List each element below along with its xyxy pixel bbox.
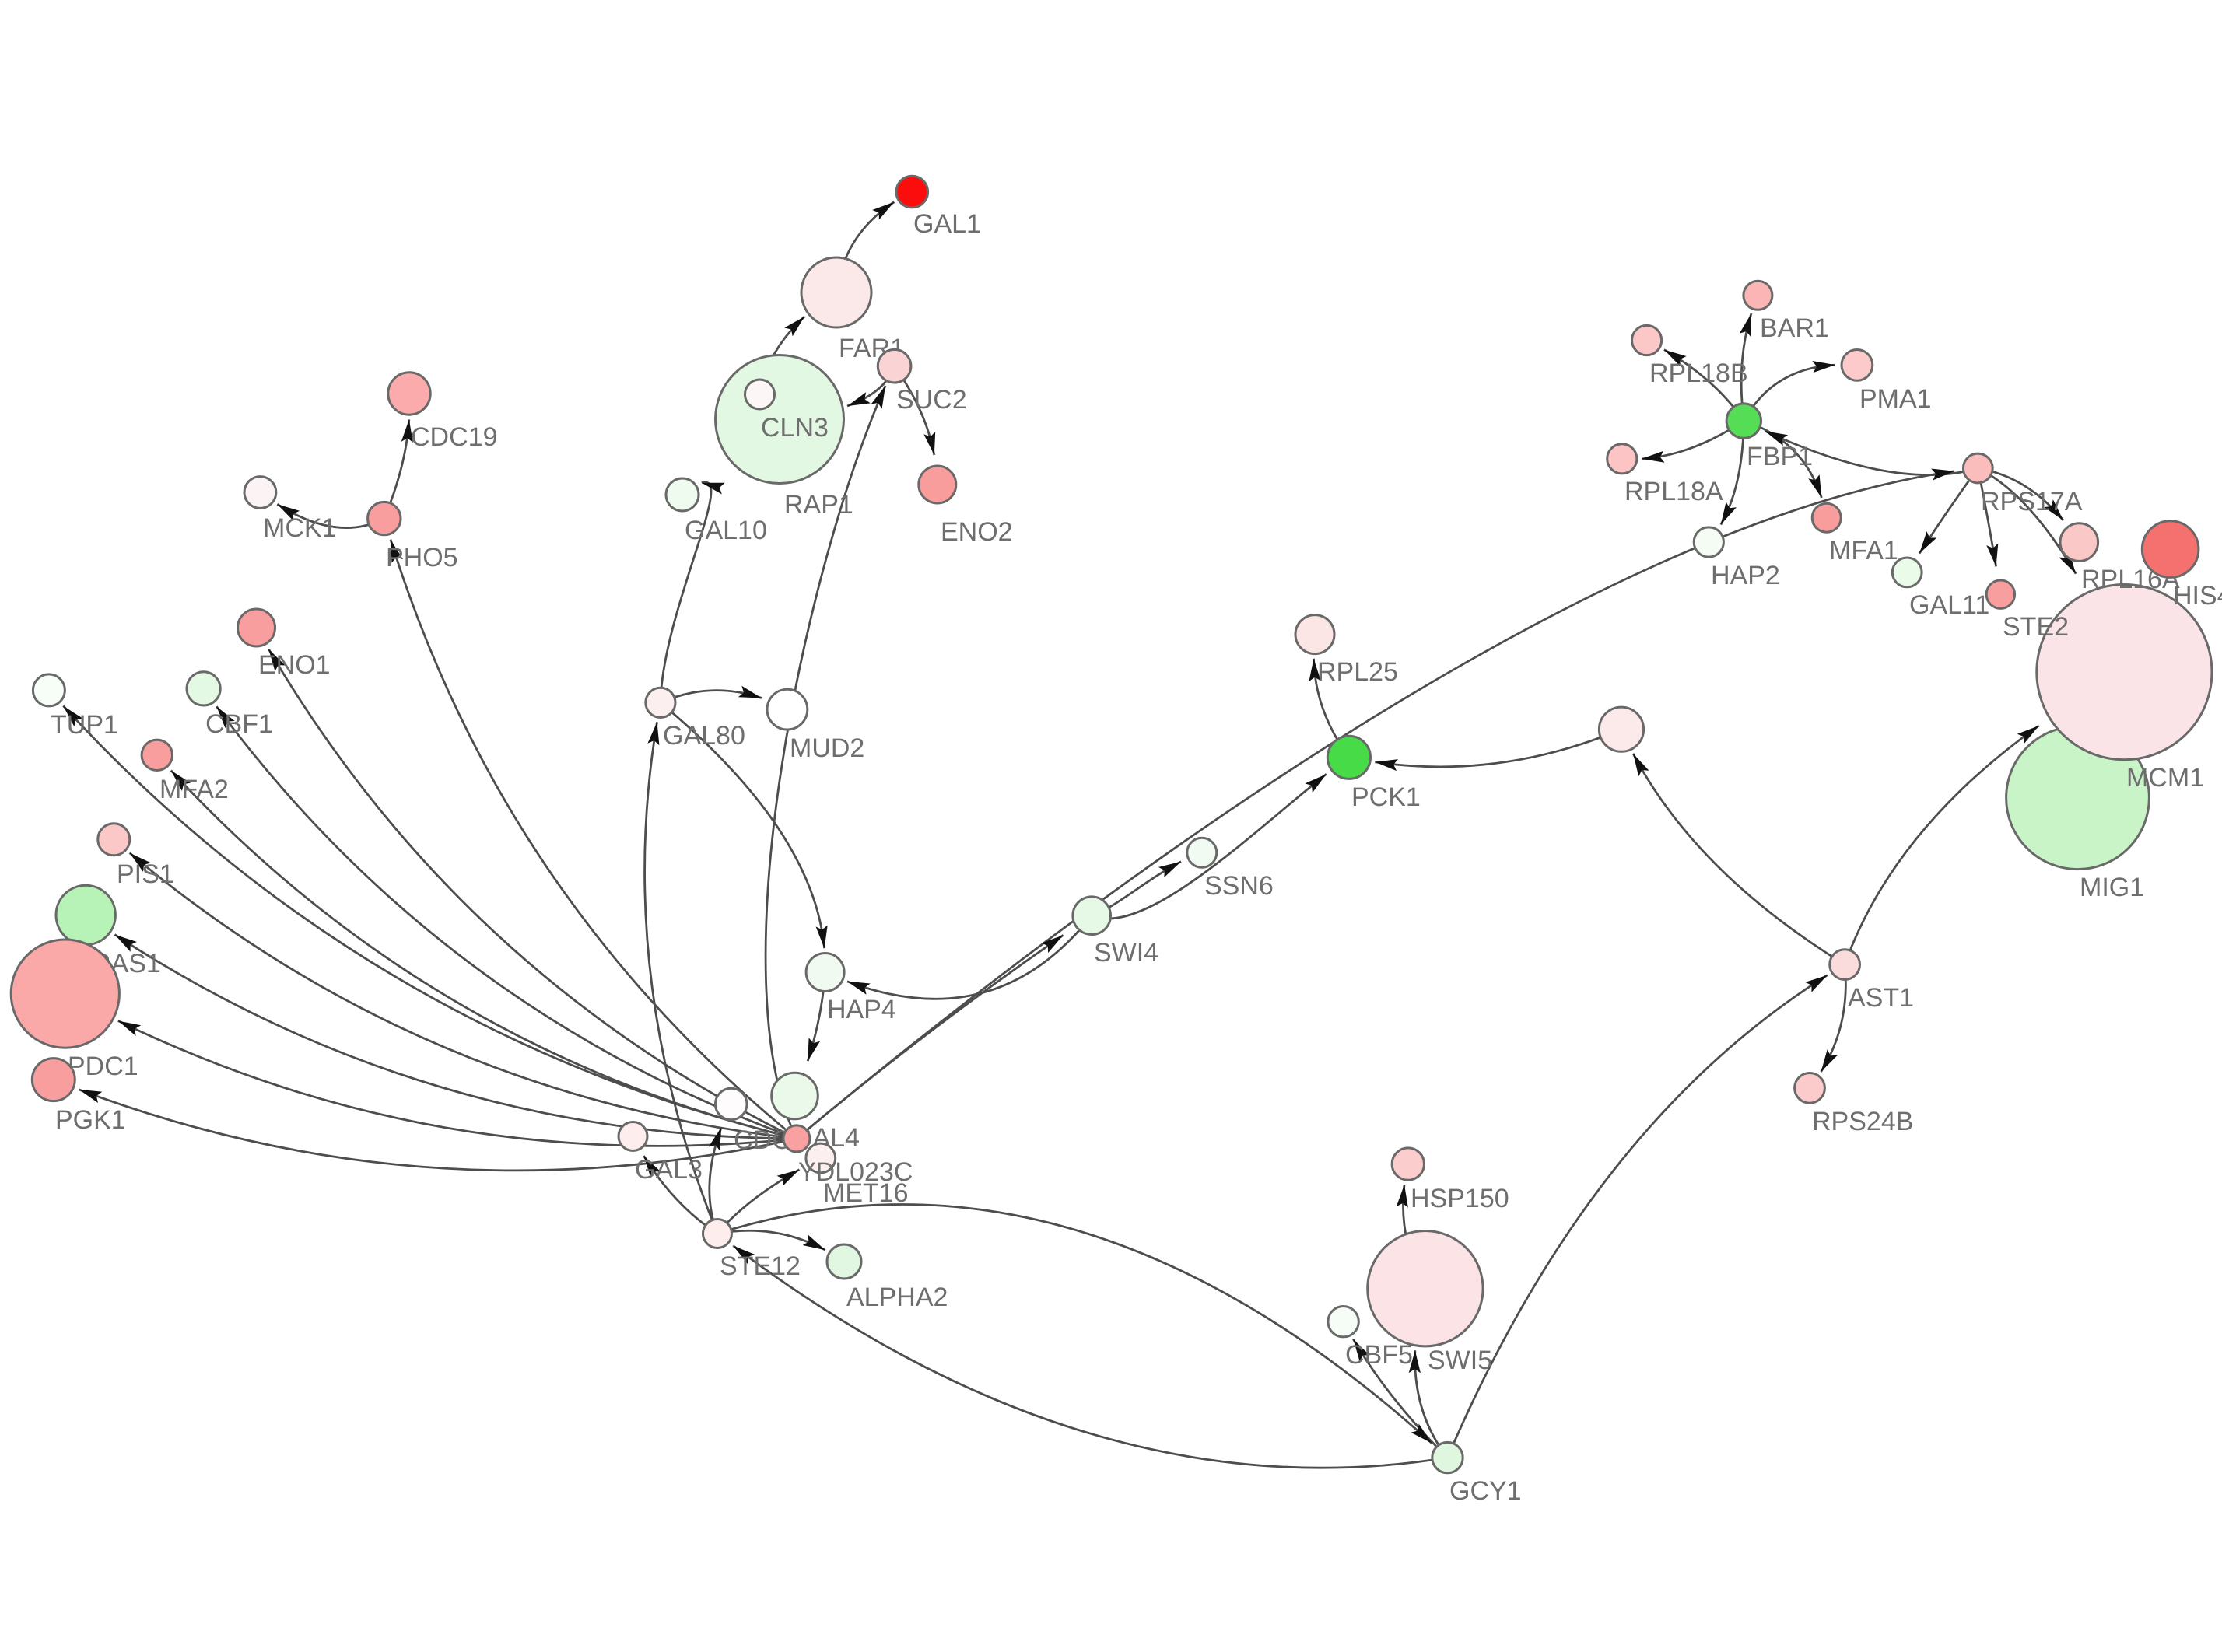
svg-text:CBF5: CBF5 [1345,1340,1413,1370]
svg-text:PDC1: PDC1 [68,1052,138,1081]
svg-text:CLN3: CLN3 [761,413,829,443]
svg-text:MFA2: MFA2 [159,775,229,804]
svg-text:TUP1: TUP1 [51,710,118,740]
svg-text:CBF1: CBF1 [205,709,273,739]
svg-text:AST1: AST1 [1848,983,1914,1013]
svg-text:PMA1: PMA1 [1859,384,1932,414]
svg-text:PHO5: PHO5 [386,543,458,572]
svg-text:RAP1: RAP1 [784,490,853,520]
svg-text:RPL18B: RPL18B [1649,359,1748,388]
svg-text:MET16: MET16 [823,1178,909,1208]
svg-text:SSN6: SSN6 [1204,871,1274,901]
svg-text:FBP1: FBP1 [1747,442,1813,471]
svg-text:ALPHA2: ALPHA2 [846,1283,948,1312]
svg-text:HAP2: HAP2 [1711,561,1780,590]
svg-text:GCY1: GCY1 [1449,1476,1522,1506]
svg-text:PCK1: PCK1 [1351,782,1421,812]
svg-text:ENO1: ENO1 [258,650,331,680]
svg-text:MFA1: MFA1 [1829,536,1898,565]
svg-text:HSP150: HSP150 [1411,1184,1509,1213]
svg-text:PGK1: PGK1 [55,1105,126,1135]
svg-text:HAP4: HAP4 [827,995,896,1024]
svg-text:ENO2: ENO2 [941,517,1013,547]
svg-text:SWI5: SWI5 [1428,1346,1492,1375]
svg-text:RPS17A: RPS17A [1981,487,2083,516]
svg-text:YDL023C: YDL023C [798,1157,913,1187]
svg-text:BAR1: BAR1 [1760,313,1829,343]
svg-text:STE2: STE2 [2003,612,2069,642]
svg-text:MIG1: MIG1 [2080,873,2144,902]
svg-text:SUC2: SUC2 [896,385,967,415]
svg-text:MCM1: MCM1 [2126,763,2204,793]
svg-text:MCK1: MCK1 [263,513,336,543]
svg-text:HIS4: HIS4 [2173,581,2222,611]
svg-text:SWI4: SWI4 [1094,938,1158,968]
svg-text:GAL1: GAL1 [913,209,981,239]
svg-text:GAL80: GAL80 [663,721,745,751]
svg-text:GAL3: GAL3 [635,1155,703,1185]
svg-text:RPL18A: RPL18A [1624,477,1723,506]
svg-text:CDC19: CDC19 [411,422,497,452]
svg-text:RPS24B: RPS24B [1812,1107,1913,1136]
svg-text:STE12: STE12 [720,1251,801,1281]
svg-text:GAL11: GAL11 [1909,590,1989,620]
svg-text:MUD2: MUD2 [790,733,864,763]
svg-text:GAL10: GAL10 [685,516,767,545]
svg-text:RPL25: RPL25 [1317,657,1398,687]
svg-text:PIS1: PIS1 [117,859,174,889]
